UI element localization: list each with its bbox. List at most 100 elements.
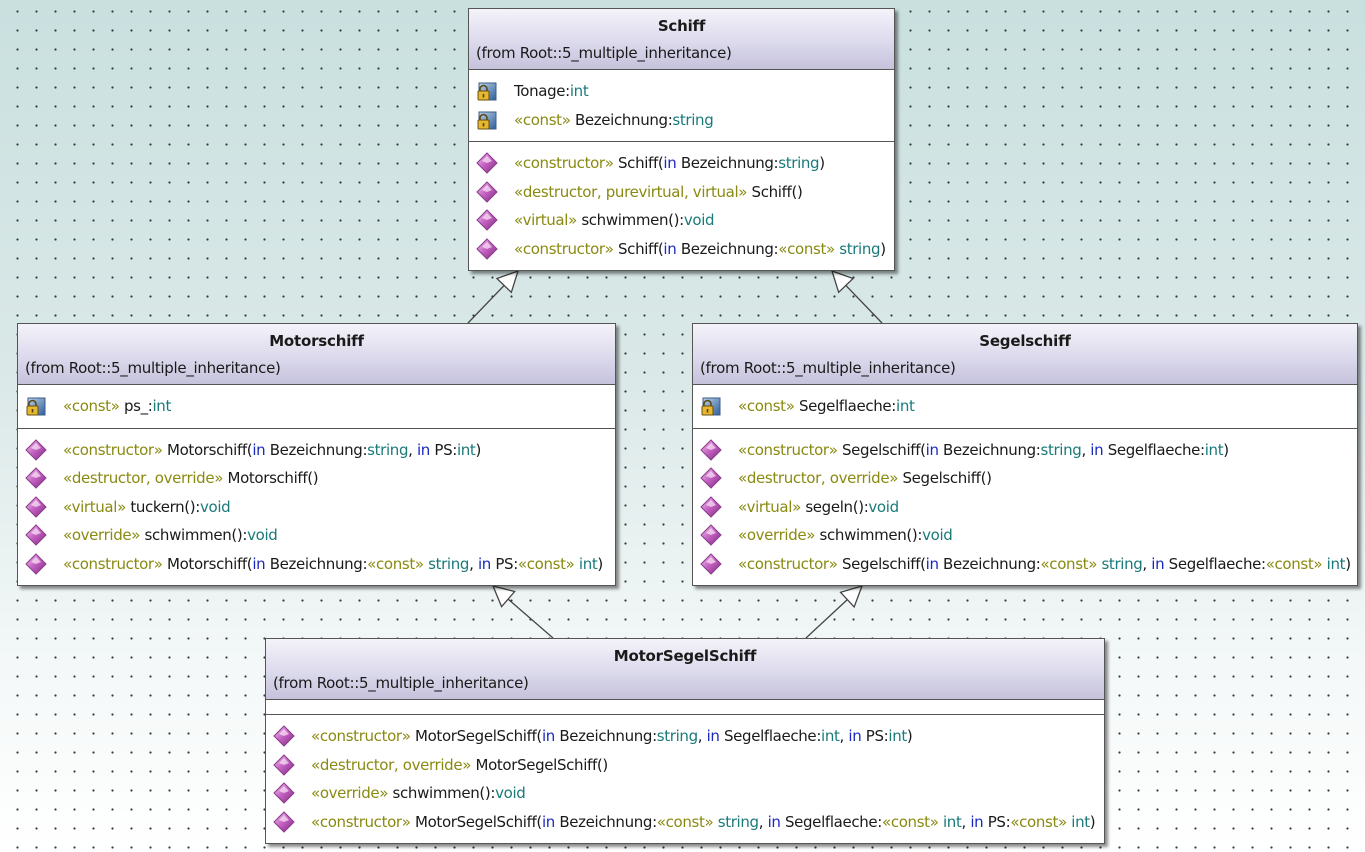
- signature-token: Segelflaeche:: [1103, 440, 1205, 459]
- attribute-signature: «const» Segelflaeche:int: [738, 392, 915, 421]
- generalization-line[interactable]: [507, 598, 554, 639]
- operation-row[interactable]: «virtual» tuckern():void: [25, 493, 615, 522]
- signature-token: Bezeichnung:: [265, 440, 368, 459]
- diamond-icon: [700, 496, 722, 518]
- operation-row[interactable]: «constructor» Schiff(in Bezeichnung:stri…: [476, 149, 894, 178]
- signature-token: ): [819, 154, 825, 172]
- operation-signature: «virtual» segeln():void: [738, 493, 899, 522]
- attribute-row[interactable]: «const» Segelflaeche:int: [700, 392, 1357, 421]
- signature-token: «const»: [367, 554, 424, 573]
- attribute-row[interactable]: «const» ps_:int: [25, 392, 615, 421]
- signature-token: int: [1322, 554, 1346, 573]
- signature-token: segeln():: [800, 497, 869, 516]
- operation-row[interactable]: «override» schwimmen():void: [700, 521, 1357, 550]
- signature-token: «const»: [1265, 554, 1323, 573]
- attribute-signature: «const» ps_:int: [63, 392, 171, 421]
- signature-token: Bezeichnung:: [676, 239, 779, 258]
- signature-token: PS:: [490, 554, 518, 573]
- signature-token: Bezeichnung:: [554, 727, 657, 745]
- operation-signature: «constructor» Segelschiff(in Bezeichnung…: [738, 550, 1351, 579]
- operation-row[interactable]: «destructor, override» Motorschiff(): [25, 464, 615, 493]
- signature-token: int: [152, 397, 171, 415]
- diamond-icon: [273, 811, 295, 833]
- operation-signature: «constructor» Motorschiff(in Bezeichnung…: [63, 550, 603, 579]
- operation-row[interactable]: «destructor, purevirtual, virtual» Schif…: [476, 178, 894, 207]
- signature-token: in: [925, 554, 939, 573]
- operations-compartment: «constructor» Schiff(in Bezeichnung:stri…: [469, 142, 894, 270]
- class-schiff[interactable]: Schiff(from Root::5_multiple_inheritance…: [468, 8, 895, 271]
- generalization-line[interactable]: [467, 284, 505, 324]
- signature-token: ,: [408, 440, 417, 459]
- operation-row[interactable]: «constructor» Segelschiff(in Bezeichnung…: [700, 550, 1357, 579]
- signature-token: ): [1223, 440, 1229, 459]
- signature-token: «override»: [738, 526, 816, 544]
- operation-signature: «destructor, override» Segelschiff(): [738, 464, 992, 493]
- signature-token: ,: [758, 812, 768, 831]
- diamond-icon: [476, 238, 498, 260]
- signature-token: «destructor, purevirtual, virtual»: [514, 182, 748, 201]
- operation-row[interactable]: «constructor» MotorSegelSchiff(in Bezeic…: [273, 722, 1104, 751]
- class-package: (from Root::5_multiple_inheritance): [273, 674, 529, 692]
- operation-row[interactable]: «constructor» Segelschiff(in Bezeichnung…: [700, 436, 1357, 465]
- lock-icon: [477, 82, 497, 101]
- operation-row[interactable]: «constructor» Motorschiff(in Bezeichnung…: [25, 550, 615, 579]
- lock-icon: [26, 397, 46, 416]
- class-header: Schiff(from Root::5_multiple_inheritance…: [469, 9, 894, 70]
- signature-token: ,: [961, 812, 971, 831]
- class-motorsegelschiff[interactable]: MotorSegelSchiff(from Root::5_multiple_i…: [265, 638, 1105, 844]
- signature-token: «constructor»: [514, 239, 614, 258]
- class-name: Segelschiff: [979, 332, 1071, 350]
- operation-signature: «constructor» Schiff(in Bezeichnung:stri…: [514, 149, 825, 178]
- operation-signature: «constructor» MotorSegelSchiff(in Bezeic…: [311, 808, 1096, 837]
- signature-token: in: [541, 727, 555, 745]
- attribute-row[interactable]: Tonage:int: [476, 77, 894, 106]
- signature-token: void: [247, 526, 278, 544]
- signature-token: in: [970, 812, 984, 831]
- class-segelschiff[interactable]: Segelschiff(from Root::5_multiple_inheri…: [692, 323, 1358, 586]
- operation-row[interactable]: «destructor, override» MotorSegelSchiff(…: [273, 751, 1104, 780]
- signature-token: ,: [697, 727, 707, 745]
- signature-token: Motorschiff(: [162, 440, 253, 459]
- operation-row[interactable]: «override» schwimmen():void: [273, 779, 1104, 808]
- operation-row[interactable]: «destructor, override» Segelschiff(): [700, 464, 1357, 493]
- operation-row[interactable]: «virtual» segeln():void: [700, 493, 1357, 522]
- signature-token: void: [200, 497, 231, 516]
- operation-row[interactable]: «virtual» schwimmen():void: [476, 206, 894, 235]
- diamond-icon: [700, 439, 722, 461]
- signature-token: «const»: [882, 812, 939, 831]
- class-motorschiff[interactable]: Motorschiff(from Root::5_multiple_inheri…: [17, 323, 616, 586]
- class-package: (from Root::5_multiple_inheritance): [476, 44, 732, 62]
- signature-token: ,: [839, 727, 849, 745]
- operation-row[interactable]: «constructor» Motorschiff(in Bezeichnung…: [25, 436, 615, 465]
- diamond-icon: [476, 181, 498, 203]
- signature-token: Segelschiff(: [837, 440, 926, 459]
- signature-token: «constructor»: [738, 440, 838, 459]
- signature-token: schwimmen():: [388, 784, 496, 802]
- operation-row[interactable]: «constructor» MotorSegelSchiff(in Bezeic…: [273, 808, 1104, 837]
- generalization-arrowhead: [830, 269, 855, 294]
- operation-row[interactable]: «override» schwimmen():void: [25, 521, 615, 550]
- signature-token: Segelschiff(: [837, 554, 926, 573]
- generalization-line[interactable]: [805, 599, 848, 639]
- signature-token: ): [1089, 812, 1096, 831]
- signature-token: schwimmen():: [576, 211, 684, 229]
- operation-signature: «destructor, override» MotorSegelSchiff(…: [311, 751, 608, 780]
- diamond-icon: [273, 725, 295, 747]
- signature-token: in: [1090, 440, 1104, 459]
- operation-row[interactable]: «constructor» Schiff(in Bezeichnung:«con…: [476, 235, 894, 264]
- attributes-compartment: [266, 700, 1104, 715]
- attributes-compartment: «const» Segelflaeche:int: [693, 385, 1357, 429]
- attribute-row[interactable]: «const» Bezeichnung:string: [476, 106, 894, 135]
- lock-icon: [701, 397, 721, 416]
- class-package: (from Root::5_multiple_inheritance): [25, 359, 281, 377]
- signature-token: Bezeichnung:: [938, 554, 1041, 573]
- signature-token: «virtual»: [514, 211, 577, 229]
- signature-token: int: [574, 554, 598, 573]
- signature-token: int: [888, 727, 907, 745]
- diamond-icon: [273, 782, 295, 804]
- signature-token: in: [706, 727, 720, 745]
- signature-token: «const»: [1010, 812, 1067, 831]
- diamond-icon: [25, 467, 47, 489]
- operation-signature: «constructor» Motorschiff(in Bezeichnung…: [63, 436, 481, 465]
- generalization-line[interactable]: [845, 284, 883, 324]
